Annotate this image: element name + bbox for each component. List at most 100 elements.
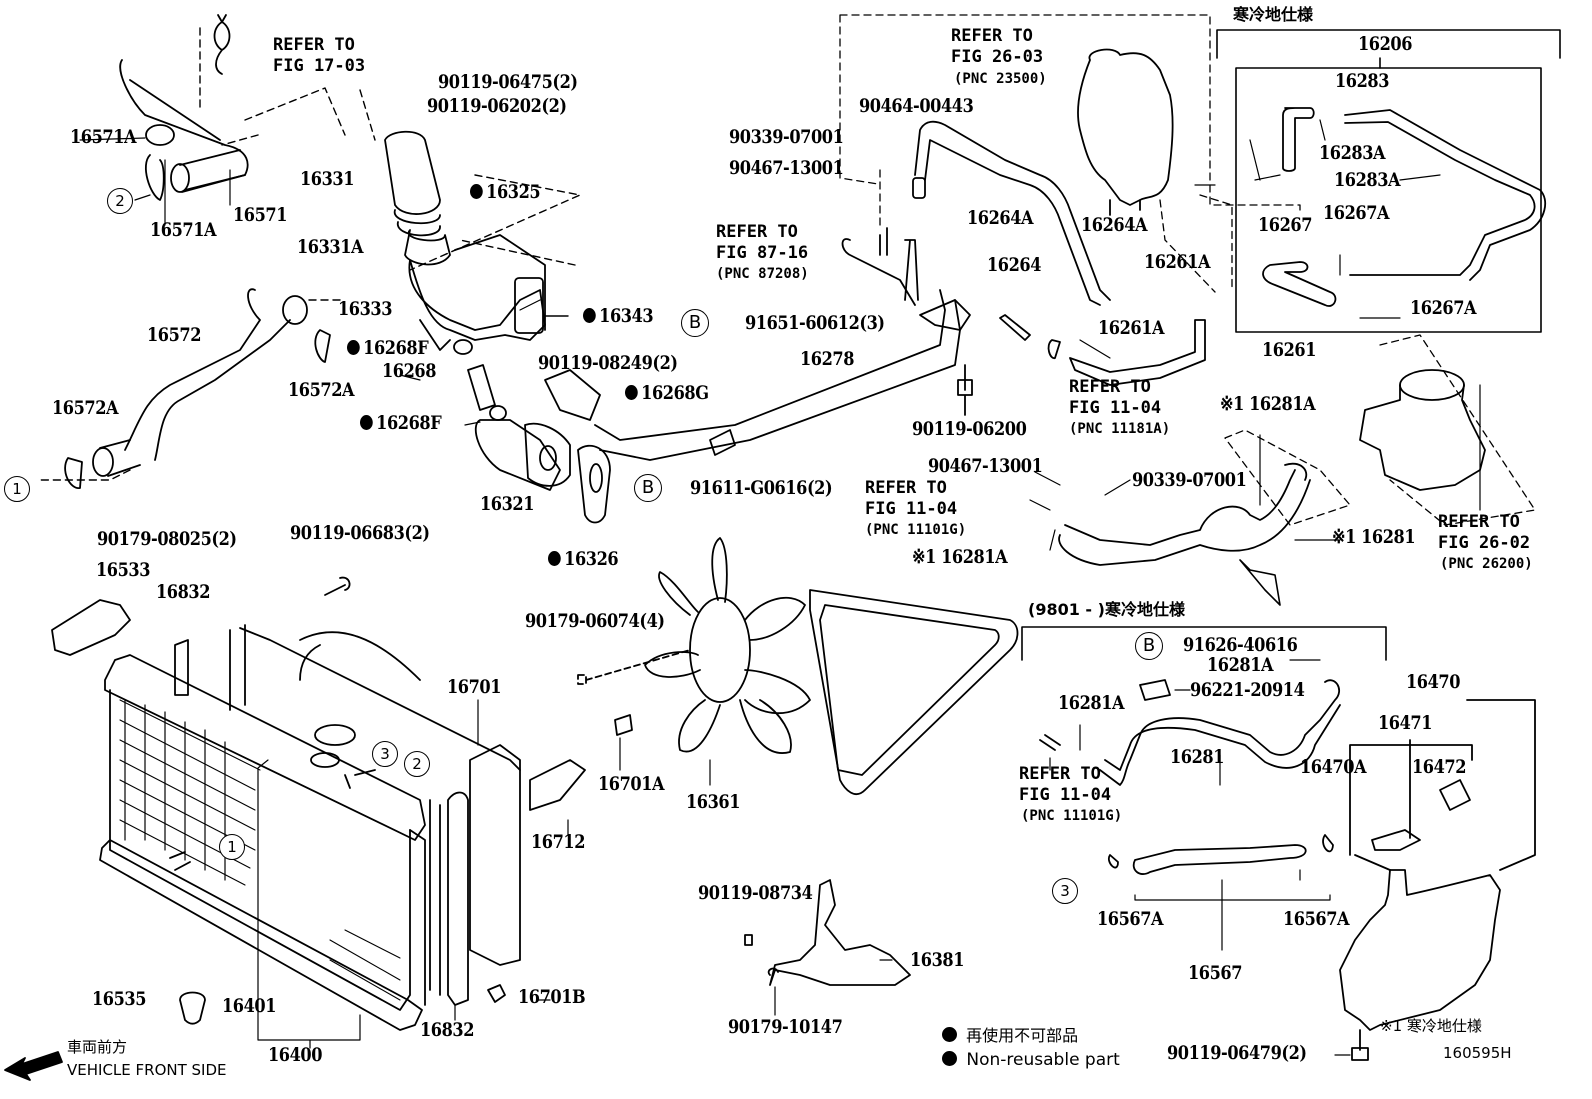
bracket-16381 (744, 879, 911, 986)
spacer-16701A (614, 714, 633, 736)
part-90179-08025[interactable]: 90179-08025(2) (97, 528, 237, 550)
part-16471[interactable]: 16471 (1378, 712, 1433, 734)
part-16381[interactable]: 16381 (910, 949, 965, 971)
part-16343[interactable]: 16343 (583, 306, 654, 326)
part-16321[interactable]: 16321 (480, 493, 535, 515)
part-16264A-right[interactable]: 16264A (1081, 214, 1148, 236)
part-16283A-mid[interactable]: 16283A (1334, 169, 1401, 191)
figure-code: 160595H (1443, 1044, 1512, 1062)
part-16268F-top[interactable]: 16268F (347, 338, 429, 358)
part-16261A-bottom[interactable]: 16261A (1098, 317, 1165, 339)
hose-16281 (1039, 679, 1341, 786)
part-90119-06475[interactable]: 90119-06475(2) (438, 71, 578, 93)
part-16832-top[interactable]: 16832 (156, 581, 211, 603)
part-16281A-c2[interactable]: 16281A (1058, 692, 1125, 714)
part-96221-20914[interactable]: 96221-20914 (1190, 679, 1305, 701)
part-16283[interactable]: 16283 (1335, 70, 1390, 92)
part-16571[interactable]: 16571 (233, 204, 288, 226)
hoses-16283-16267 (1262, 107, 1547, 307)
ref-fig-17-03: REFER TO FIG 17-03 (273, 35, 366, 76)
part-16206[interactable]: 16206 (1358, 33, 1413, 55)
part-90119-06200[interactable]: 90119-06200 (912, 418, 1027, 440)
part-16572A-right[interactable]: 16572A (288, 379, 355, 401)
part-16264[interactable]: 16264 (987, 254, 1042, 276)
non-reusable-dot-icon (942, 1027, 957, 1042)
housing-16333 (408, 234, 546, 351)
part-16470[interactable]: 16470 (1406, 671, 1461, 693)
part-16268[interactable]: 16268 (382, 360, 437, 382)
part-16701B[interactable]: 16701B (518, 986, 586, 1008)
part-16281A-c1[interactable]: 16281A (1207, 654, 1274, 676)
group-cold-area-9801-header: (9801 - )寒冷地仕様 (1028, 600, 1185, 619)
part-16701A[interactable]: 16701A (598, 773, 665, 795)
part-91611-G0616[interactable]: 91611-G0616(2) (690, 477, 833, 499)
bracket-9801-frame (1021, 626, 1387, 661)
part-16400[interactable]: 16400 (268, 1044, 323, 1066)
pipe-16278 (594, 227, 971, 461)
part-16325[interactable]: 16325 (470, 182, 541, 202)
part-16571A-top[interactable]: 16571A (70, 126, 137, 148)
part-90467-13001-top[interactable]: 90467-13001 (729, 157, 844, 179)
non-reusable-dot-icon (625, 385, 638, 400)
part-16567[interactable]: 16567 (1188, 962, 1243, 984)
part-16267A-bottom[interactable]: 16267A (1410, 297, 1477, 319)
part-90467-13001-mid[interactable]: 90467-13001 (928, 455, 1043, 477)
part-16267A-top[interactable]: 16267A (1323, 202, 1390, 224)
part-16268F-bottom[interactable]: 16268F (360, 413, 442, 433)
part-16470A[interactable]: 16470A (1300, 756, 1367, 778)
ref-fig-87-16: REFER TO FIG 87-16 (716, 222, 809, 263)
part-16281A-x1-top[interactable]: ※1 16281A (1220, 393, 1316, 415)
part-16712[interactable]: 16712 (531, 831, 586, 853)
tank-ref-26-02 (1359, 369, 1486, 491)
part-16283A-top[interactable]: 16283A (1319, 142, 1386, 164)
part-91626-40616[interactable]: 91626-40616 (1183, 634, 1298, 656)
part-16572[interactable]: 16572 (147, 324, 202, 346)
part-90119-08734[interactable]: 90119-08734 (698, 882, 813, 904)
part-16535[interactable]: 16535 (92, 988, 147, 1010)
part-90179-10147[interactable]: 90179-10147 (728, 1016, 843, 1038)
part-16281[interactable]: 16281 (1170, 746, 1225, 768)
part-16261A-top[interactable]: 16261A (1144, 251, 1211, 273)
part-90119-06479[interactable]: 90119-06479(2) (1167, 1042, 1307, 1064)
dashed-links (839, 14, 1536, 526)
shroud-16701 (229, 624, 521, 1006)
part-16268G[interactable]: 16268G (625, 383, 709, 403)
part-16472[interactable]: 16472 (1412, 756, 1467, 778)
part-16361[interactable]: 16361 (686, 791, 741, 813)
note-x1-cold-area: ※1 寒冷地仕様 (1380, 1017, 1482, 1035)
part-90339-07001-top[interactable]: 90339-07001 (729, 126, 844, 148)
part-90179-06074[interactable]: 90179-06074(4) (525, 610, 665, 632)
part-16281A-x1-bottom[interactable]: ※1 16281A (912, 546, 1008, 568)
part-16533[interactable]: 16533 (96, 559, 151, 581)
part-16401[interactable]: 16401 (222, 995, 277, 1017)
part-16278[interactable]: 16278 (800, 348, 855, 370)
part-16264A-left[interactable]: 16264A (967, 207, 1034, 229)
part-16832-bottom[interactable]: 16832 (420, 1019, 475, 1041)
part-90119-06683[interactable]: 90119-06683(2) (290, 522, 430, 544)
part-90119-06202[interactable]: 90119-06202(2) (427, 95, 567, 117)
part-16326[interactable]: 16326 (548, 549, 619, 569)
part-90339-07001-mid[interactable]: 90339-07001 (1132, 469, 1247, 491)
pipe-16268 (453, 339, 561, 491)
part-91651-60612[interactable]: 91651-60612(3) (745, 312, 885, 334)
part-16331A[interactable]: 16331A (297, 236, 364, 258)
part-16572A-left[interactable]: 16572A (52, 397, 119, 419)
part-16567A-left[interactable]: 16567A (1097, 908, 1164, 930)
part-90464-00443[interactable]: 90464-00443 (859, 95, 974, 117)
part-16333[interactable]: 16333 (338, 298, 393, 320)
part-16571A-bottom[interactable]: 16571A (150, 219, 217, 241)
leader-lines (257, 119, 1481, 1056)
part-16281-x1[interactable]: ※1 16281 (1332, 526, 1416, 548)
part-16567A-right[interactable]: 16567A (1283, 908, 1350, 930)
part-16267[interactable]: 16267 (1258, 214, 1313, 236)
part-90119-08249[interactable]: 90119-08249(2) (538, 352, 678, 374)
part-16331[interactable]: 16331 (300, 168, 355, 190)
leader-lines (79, 137, 231, 226)
hose-16567 (1108, 834, 1334, 875)
pnc-code: (PNC 26200) (1440, 556, 1533, 572)
part-16701[interactable]: 16701 (447, 676, 502, 698)
marker-3: 3 (1052, 878, 1078, 904)
marker-3: 3 (372, 741, 398, 767)
part-16261[interactable]: 16261 (1262, 339, 1317, 361)
